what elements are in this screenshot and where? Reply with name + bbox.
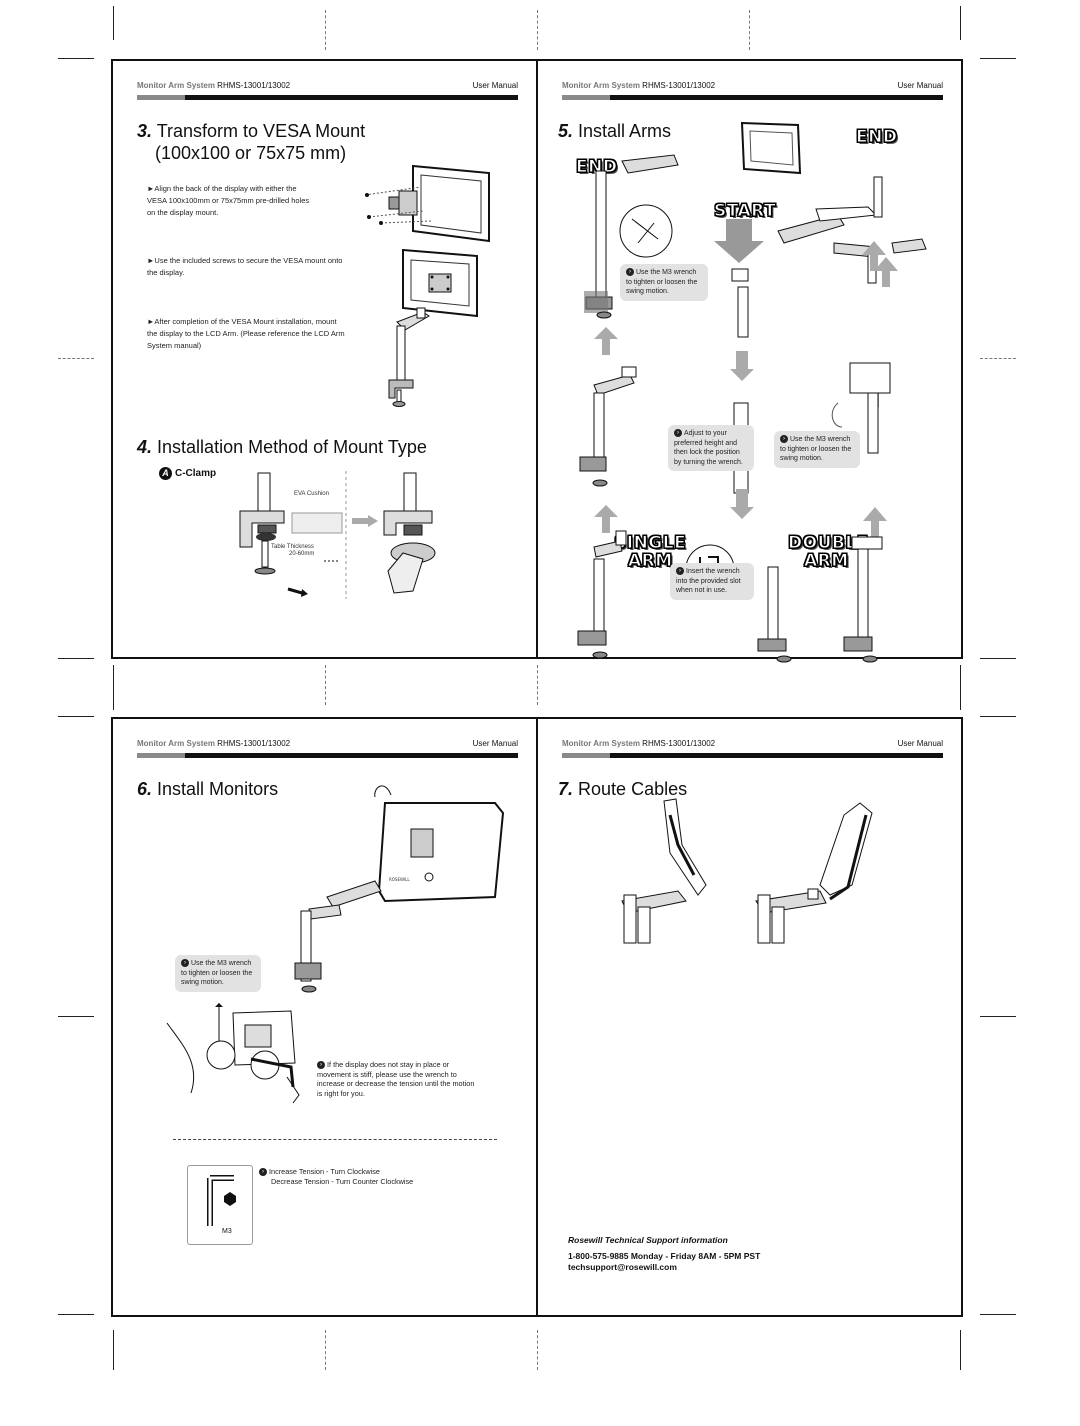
page-header: Monitor Arm System RHMS-13001/13002 User… [137,739,518,748]
end-label-right: END [855,127,898,148]
fold-mark [325,10,326,50]
step-align-text: ►Align the back of the display with eith… [147,184,310,217]
note-swing-motion: ›Use the M3 wrench to tighten or loosen … [175,955,261,992]
monitor-brand-mark: ROSEWILL [389,877,410,882]
end-label-left: END [575,157,618,178]
stiff-movement-text: ›If the display does not stay in place o… [317,1060,475,1098]
header-doc-type: User Manual [472,81,518,90]
page-header: Monitor Arm System RHMS-13001/13002 User… [562,739,943,748]
table-thickness-range: 20-60mm [289,551,315,557]
fold-mark [325,1330,326,1370]
crop-mark [58,1016,94,1017]
crop-mark [980,1016,1016,1017]
fold-mark [325,665,326,705]
section-divider [173,1139,497,1140]
tension-wrench-illustration [166,1003,300,1104]
increase-tension-text: Increase Tension - Turn Clockwise [269,1167,380,1176]
double-label: DOUBLE [788,533,869,554]
crop-mark [960,665,961,710]
step-screws-text: ►Use the included screws to secure the V… [147,256,343,277]
section-6-title: 6. Install Monitors [137,779,279,799]
support-phone: 1-800-575-9885 Monday - Friday 8AM - 5PM… [568,1251,761,1261]
crop-mark [58,1314,94,1315]
eva-cushion-label: EVA Cushion [294,491,329,497]
header-rule [562,753,943,758]
crop-mark [980,1314,1016,1315]
fold-mark [537,1330,538,1370]
fold-mark [537,10,538,50]
arm-clamp-illustration [388,307,430,407]
decrease-tension-text: Decrease Tension - Turn Counter Clockwis… [271,1177,414,1186]
crop-mark [113,665,114,710]
tension-instructions: ›Increase Tension - Turn Clockwise Decre… [259,1167,459,1187]
note-wrench-slot: ›Insert the wrench into the provided slo… [670,563,754,600]
crop-mark [980,716,1016,717]
support-title: Rosewill Technical Support information [568,1235,728,1245]
header-rule [137,753,518,758]
m3-label: M3 [222,1228,232,1235]
page-divider [536,59,538,659]
page-sections-3-4: Monitor Arm System RHMS-13001/13002 User… [113,61,536,657]
crop-mark [58,58,94,59]
header-model: RHMS-13001/13002 [217,81,291,90]
vesa-align-illustration [364,164,490,243]
page-section-6: Monitor Arm System RHMS-13001/13002 User… [113,719,536,1315]
fold-mark [58,358,94,359]
crop-mark [980,58,1016,59]
section-3-title: 3. Transform to VESA Mount [137,121,366,141]
hex-wrench-icon [207,1175,236,1226]
page-section-5: Monitor Arm System RHMS-13001/13002 User… [538,61,961,663]
section-3-subtitle: (100x100 or 75x75 mm) [155,143,347,163]
vesa-secured-illustration [402,248,478,318]
m3-wrench-box: M3 [187,1165,253,1245]
note-swing-motion: ›Use the M3 wrench to tighten or loosen … [620,264,708,301]
crop-mark [960,1330,961,1370]
fold-mark [980,358,1016,359]
section-4-title: 4. Installation Method of Mount Type [137,437,427,457]
crop-mark [960,6,961,40]
header-rule [137,95,518,100]
fold-mark [537,665,538,705]
crop-mark [113,1330,114,1370]
route-cables-illustration [621,798,873,944]
fold-mark [749,10,750,50]
support-email: techsupport@rosewill.com [568,1262,677,1272]
section-7-title: 7. Route Cables [558,779,688,799]
double-arm-label: ARM [804,551,849,572]
section-5-title: 5. Install Arms [558,121,672,141]
crop-mark [980,658,1016,659]
table-thickness-label: Table Thickness [271,544,314,550]
option-a-badge: A [159,467,172,480]
note-adjust-height: ›Adjust to your preferred height and the… [668,425,754,471]
start-label: START [713,201,777,222]
install-monitor-illustration: ROSEWILL [294,785,505,993]
page-header: Monitor Arm System RHMS-13001/13002 User… [562,81,943,90]
page-header: Monitor Arm System RHMS-13001/13002 User… [137,81,518,93]
header-brand: Monitor Arm System [137,81,215,90]
note-swing-motion-double: ›Use the M3 wrench to tighten or loosen … [774,431,860,468]
page-divider [536,717,538,1317]
page-section-7: Monitor Arm System RHMS-13001/13002 User… [538,719,961,1315]
single-label: SINGLE [613,533,687,554]
step-mount-text: ►After completion of the VESA Mount inst… [147,317,345,350]
header-rule [562,95,943,100]
single-arm-label: ARM [628,551,673,572]
crop-mark [58,716,94,717]
crop-mark [58,658,94,659]
crop-mark [113,6,114,40]
c-clamp-illustration [239,471,436,599]
